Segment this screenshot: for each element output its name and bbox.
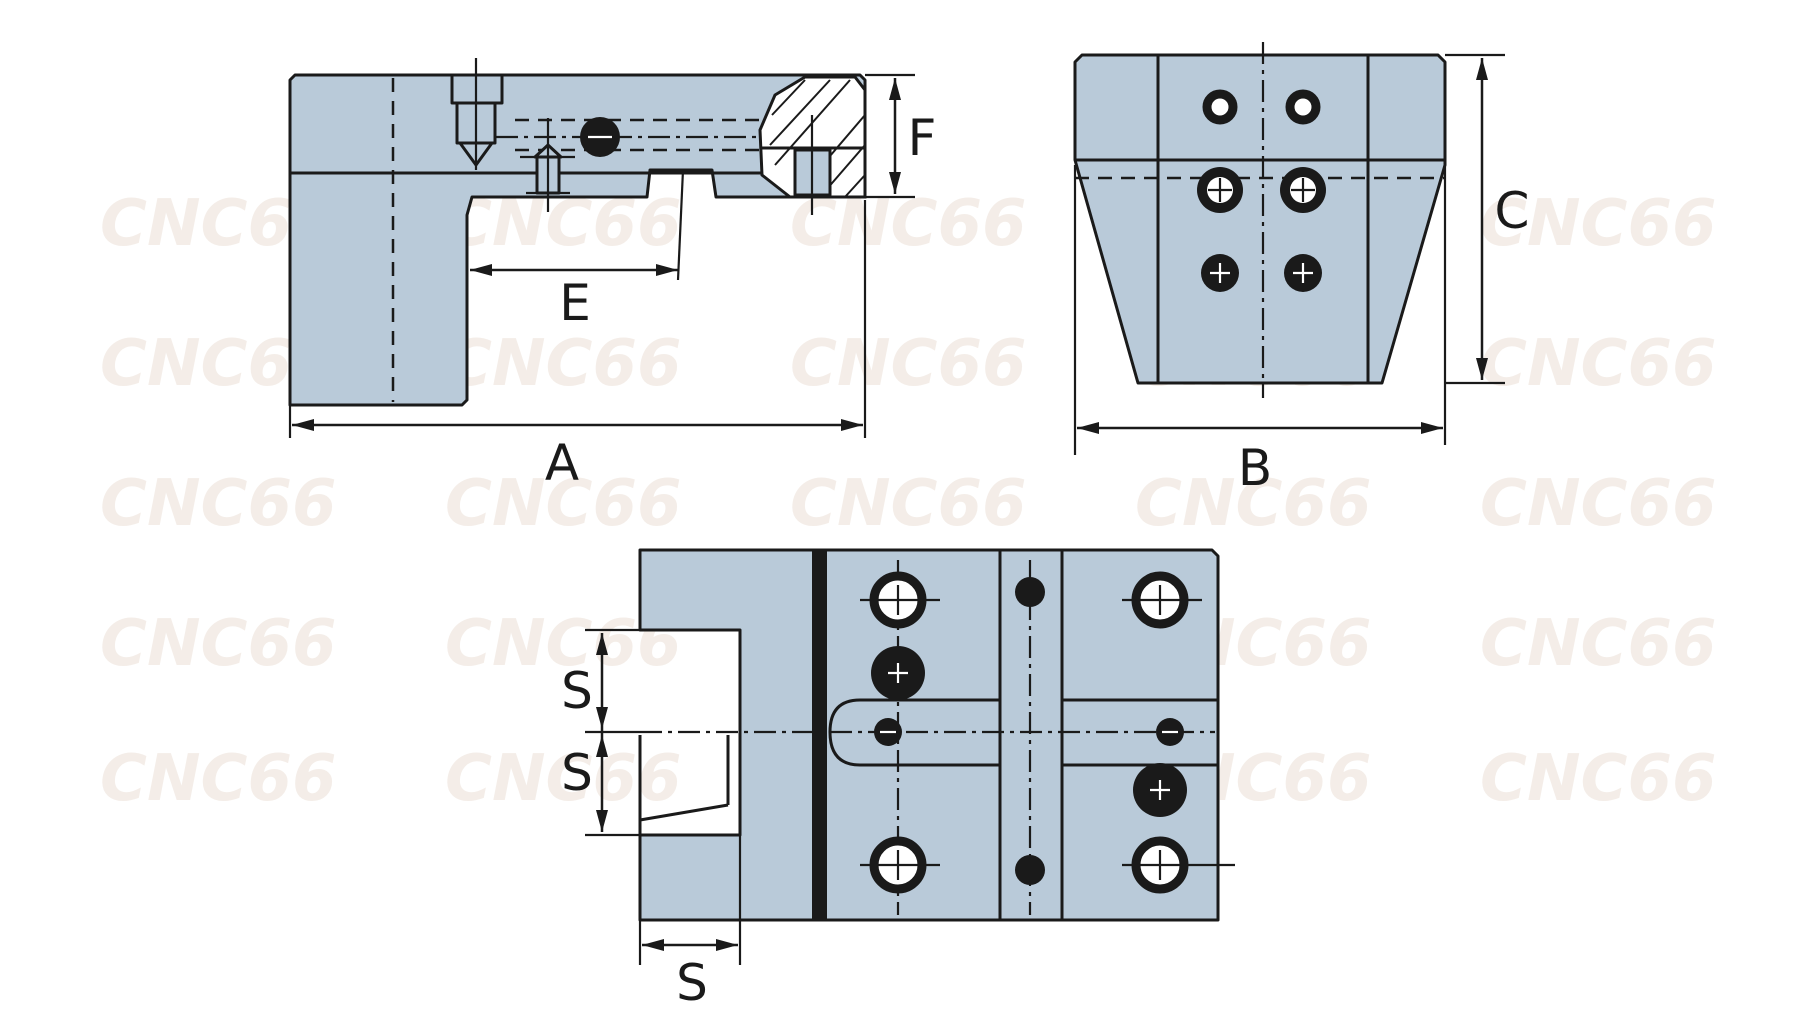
dim-label-A: A (545, 434, 579, 492)
side-view-set-screw (450, 58, 504, 170)
watermark-text: CNC66 (790, 327, 1027, 401)
front-view-holes (1197, 89, 1326, 292)
top-view: S S S (561, 548, 1235, 1012)
dim-label-S-bottom: S (676, 954, 708, 1012)
watermark-text: CNC66 (100, 742, 337, 816)
watermark-text: CNC66 (100, 607, 337, 681)
top-view-clamp-slot (812, 550, 827, 920)
dim-label-E: E (559, 274, 591, 332)
watermark-text: CNC66 (790, 187, 1027, 261)
watermark-text: CNC66 (1135, 467, 1372, 541)
watermark-text: CNC66 (1480, 742, 1717, 816)
top-view-holes (860, 571, 1235, 894)
watermark-text: CNC66 (445, 327, 682, 401)
front-view-body (1073, 53, 1447, 385)
watermark-text: CNC66 (445, 187, 682, 261)
watermark-text: CNC66 (100, 467, 337, 541)
watermark-text: CNC66 (1480, 187, 1717, 261)
watermark-text: CNC66 (445, 467, 682, 541)
dim-label-S-top: S (561, 662, 593, 720)
watermark-text: CNC66 (1480, 467, 1717, 541)
front-view: C B (1073, 42, 1530, 497)
side-view-pin (520, 118, 575, 212)
top-view-body (638, 548, 1220, 922)
watermark-text: CNC66 (1480, 607, 1717, 681)
dim-label-S-middle: S (561, 744, 593, 802)
watermark-text: CNC66 (445, 742, 682, 816)
watermark-text: CNC66 (1480, 327, 1717, 401)
dim-label-B: B (1238, 439, 1272, 497)
side-view: E F A (288, 58, 937, 492)
dim-label-C: C (1495, 182, 1530, 240)
dim-label-F: F (908, 109, 937, 167)
watermark-text: CNC66 (790, 467, 1027, 541)
